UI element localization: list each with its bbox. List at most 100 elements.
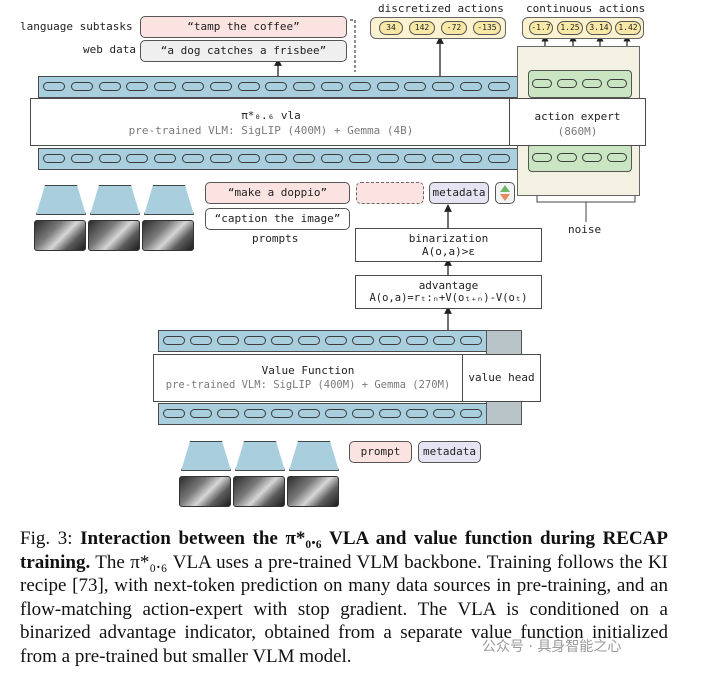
- token-capsule: [70, 82, 93, 91]
- advantage-formula: A(o,a)=rₜ:ₙ+V(oₜ₊ₙ)-V(oₜ): [369, 292, 528, 304]
- token-capsule: [298, 409, 320, 418]
- expert-token-capsule: [582, 79, 602, 88]
- token-capsule: [271, 336, 293, 345]
- token-capsule: [379, 336, 401, 345]
- token-capsule: [237, 154, 260, 163]
- token-capsule: [126, 82, 149, 91]
- expert-token-capsule: [532, 153, 552, 162]
- vla-backbone-box: π*₀.₆ vla pre-trained VLM: SigLIP (400M)…: [30, 98, 512, 146]
- binarization-box: binarization A(o,a)>ε: [355, 228, 542, 262]
- token-capsule: [321, 154, 343, 163]
- token-capsule: [404, 82, 427, 91]
- token-capsule: [163, 409, 185, 418]
- camera-image: [142, 220, 194, 251]
- token-capsule: [217, 336, 239, 345]
- vla-title: π*₀.₆ vla: [241, 109, 301, 122]
- token-capsule: [190, 336, 212, 345]
- continuous-value: 1.25: [557, 21, 583, 35]
- value-function-subtitle: pre-trained VLM: SigLIP (400M) + Gemma (…: [165, 379, 451, 391]
- watermark-text: 公众号 · 具身智能之心: [482, 639, 622, 655]
- token-capsule: [376, 82, 399, 91]
- token-capsule: [244, 409, 266, 418]
- caption-bold: Interaction between the π*₀.₆ VLA and va…: [20, 528, 669, 573]
- token-capsule: [325, 409, 347, 418]
- value-head-box: value head: [462, 354, 541, 402]
- tamp-coffee-pill: “tamp the coffee”: [140, 16, 347, 38]
- discretized-actions-panel: 34 142 -72 -135: [370, 17, 506, 39]
- token-capsule: [406, 409, 428, 418]
- action-expert-box: action expert (860M): [509, 98, 646, 146]
- token-capsule: [348, 82, 371, 91]
- token-capsule: [154, 154, 177, 163]
- action-expert-title: action expert: [534, 110, 621, 123]
- token-capsule: [293, 154, 316, 163]
- expert-token-capsule: [582, 153, 602, 162]
- value-prompt-pill: prompt: [349, 441, 412, 463]
- expert-token-capsule: [607, 79, 627, 88]
- token-capsule: [433, 409, 455, 418]
- token-capsule: [298, 336, 320, 345]
- token-capsule: [460, 82, 482, 91]
- token-capsule: [321, 82, 343, 91]
- token-capsule: [293, 82, 316, 91]
- token-capsule: [190, 409, 212, 418]
- binarization-title: binarization: [408, 232, 489, 245]
- discretized-actions-label: discretized actions: [378, 2, 504, 15]
- continuous-actions-panel: -1.7 1.25 3.14 1.42: [522, 17, 644, 39]
- token-capsule: [352, 336, 374, 345]
- value-top-token-band: [158, 330, 488, 352]
- token-capsule: [163, 336, 185, 345]
- continuous-value: 3.14: [586, 21, 612, 35]
- token-capsule: [43, 82, 65, 91]
- value-function-title: Value Function: [261, 364, 355, 377]
- value-bottom-token-band: [158, 403, 488, 425]
- up-down-toggle-icon: [495, 182, 515, 204]
- token-capsule: [126, 154, 149, 163]
- token-capsule: [406, 336, 428, 345]
- figure-caption: Fig. 3: Interaction between the π*₀.₆ VL…: [20, 527, 668, 668]
- token-capsule: [432, 82, 455, 91]
- token-capsule: [237, 82, 260, 91]
- token-capsule: [98, 82, 121, 91]
- doppio-prompt-pill: “make a doppio”: [205, 182, 350, 204]
- token-capsule: [98, 154, 121, 163]
- camera-image: [233, 476, 285, 507]
- value-function-box: Value Function pre-trained VLM: SigLIP (…: [153, 354, 463, 402]
- vla-metadata-pill: metadata: [429, 182, 489, 204]
- token-capsule: [460, 409, 482, 418]
- token-capsule: [404, 154, 427, 163]
- token-capsule: [154, 82, 177, 91]
- token-capsule: [244, 336, 266, 345]
- continuous-value: 1.42: [615, 21, 641, 35]
- token-capsule: [460, 154, 482, 163]
- token-capsule: [209, 154, 232, 163]
- discretized-value: -72: [441, 21, 467, 35]
- language-subtasks-label: language subtasks: [20, 20, 133, 33]
- prompts-label: prompts: [252, 232, 299, 245]
- advantage-indicator-slot: [356, 182, 424, 204]
- expert-token-capsule: [557, 79, 577, 88]
- value-metadata-pill: metadata: [418, 441, 481, 463]
- token-capsule: [217, 409, 239, 418]
- camera-image: [179, 476, 231, 507]
- token-capsule: [487, 154, 510, 163]
- token-capsule: [460, 336, 482, 345]
- token-capsule: [348, 154, 371, 163]
- token-capsule: [70, 154, 93, 163]
- action-expert-size: (860M): [557, 125, 598, 138]
- expert-top-band: [528, 70, 632, 98]
- frisbee-pill: “a dog catches a frisbee”: [140, 40, 347, 62]
- caption-prompt-pill: “caption the image”: [205, 208, 350, 230]
- noise-label: noise: [568, 223, 602, 236]
- camera-image: [287, 476, 339, 507]
- continuous-value: -1.7: [529, 21, 553, 35]
- token-capsule: [325, 336, 347, 345]
- continuous-actions-label: continuous actions: [526, 2, 646, 15]
- camera-image: [34, 220, 86, 251]
- token-capsule: [43, 154, 65, 163]
- vla-subtitle: pre-trained VLM: SigLIP (400M) + Gemma (…: [128, 124, 414, 137]
- web-data-label: web data: [83, 43, 136, 56]
- token-capsule: [271, 409, 293, 418]
- expert-token-capsule: [532, 79, 552, 88]
- token-capsule: [265, 154, 288, 163]
